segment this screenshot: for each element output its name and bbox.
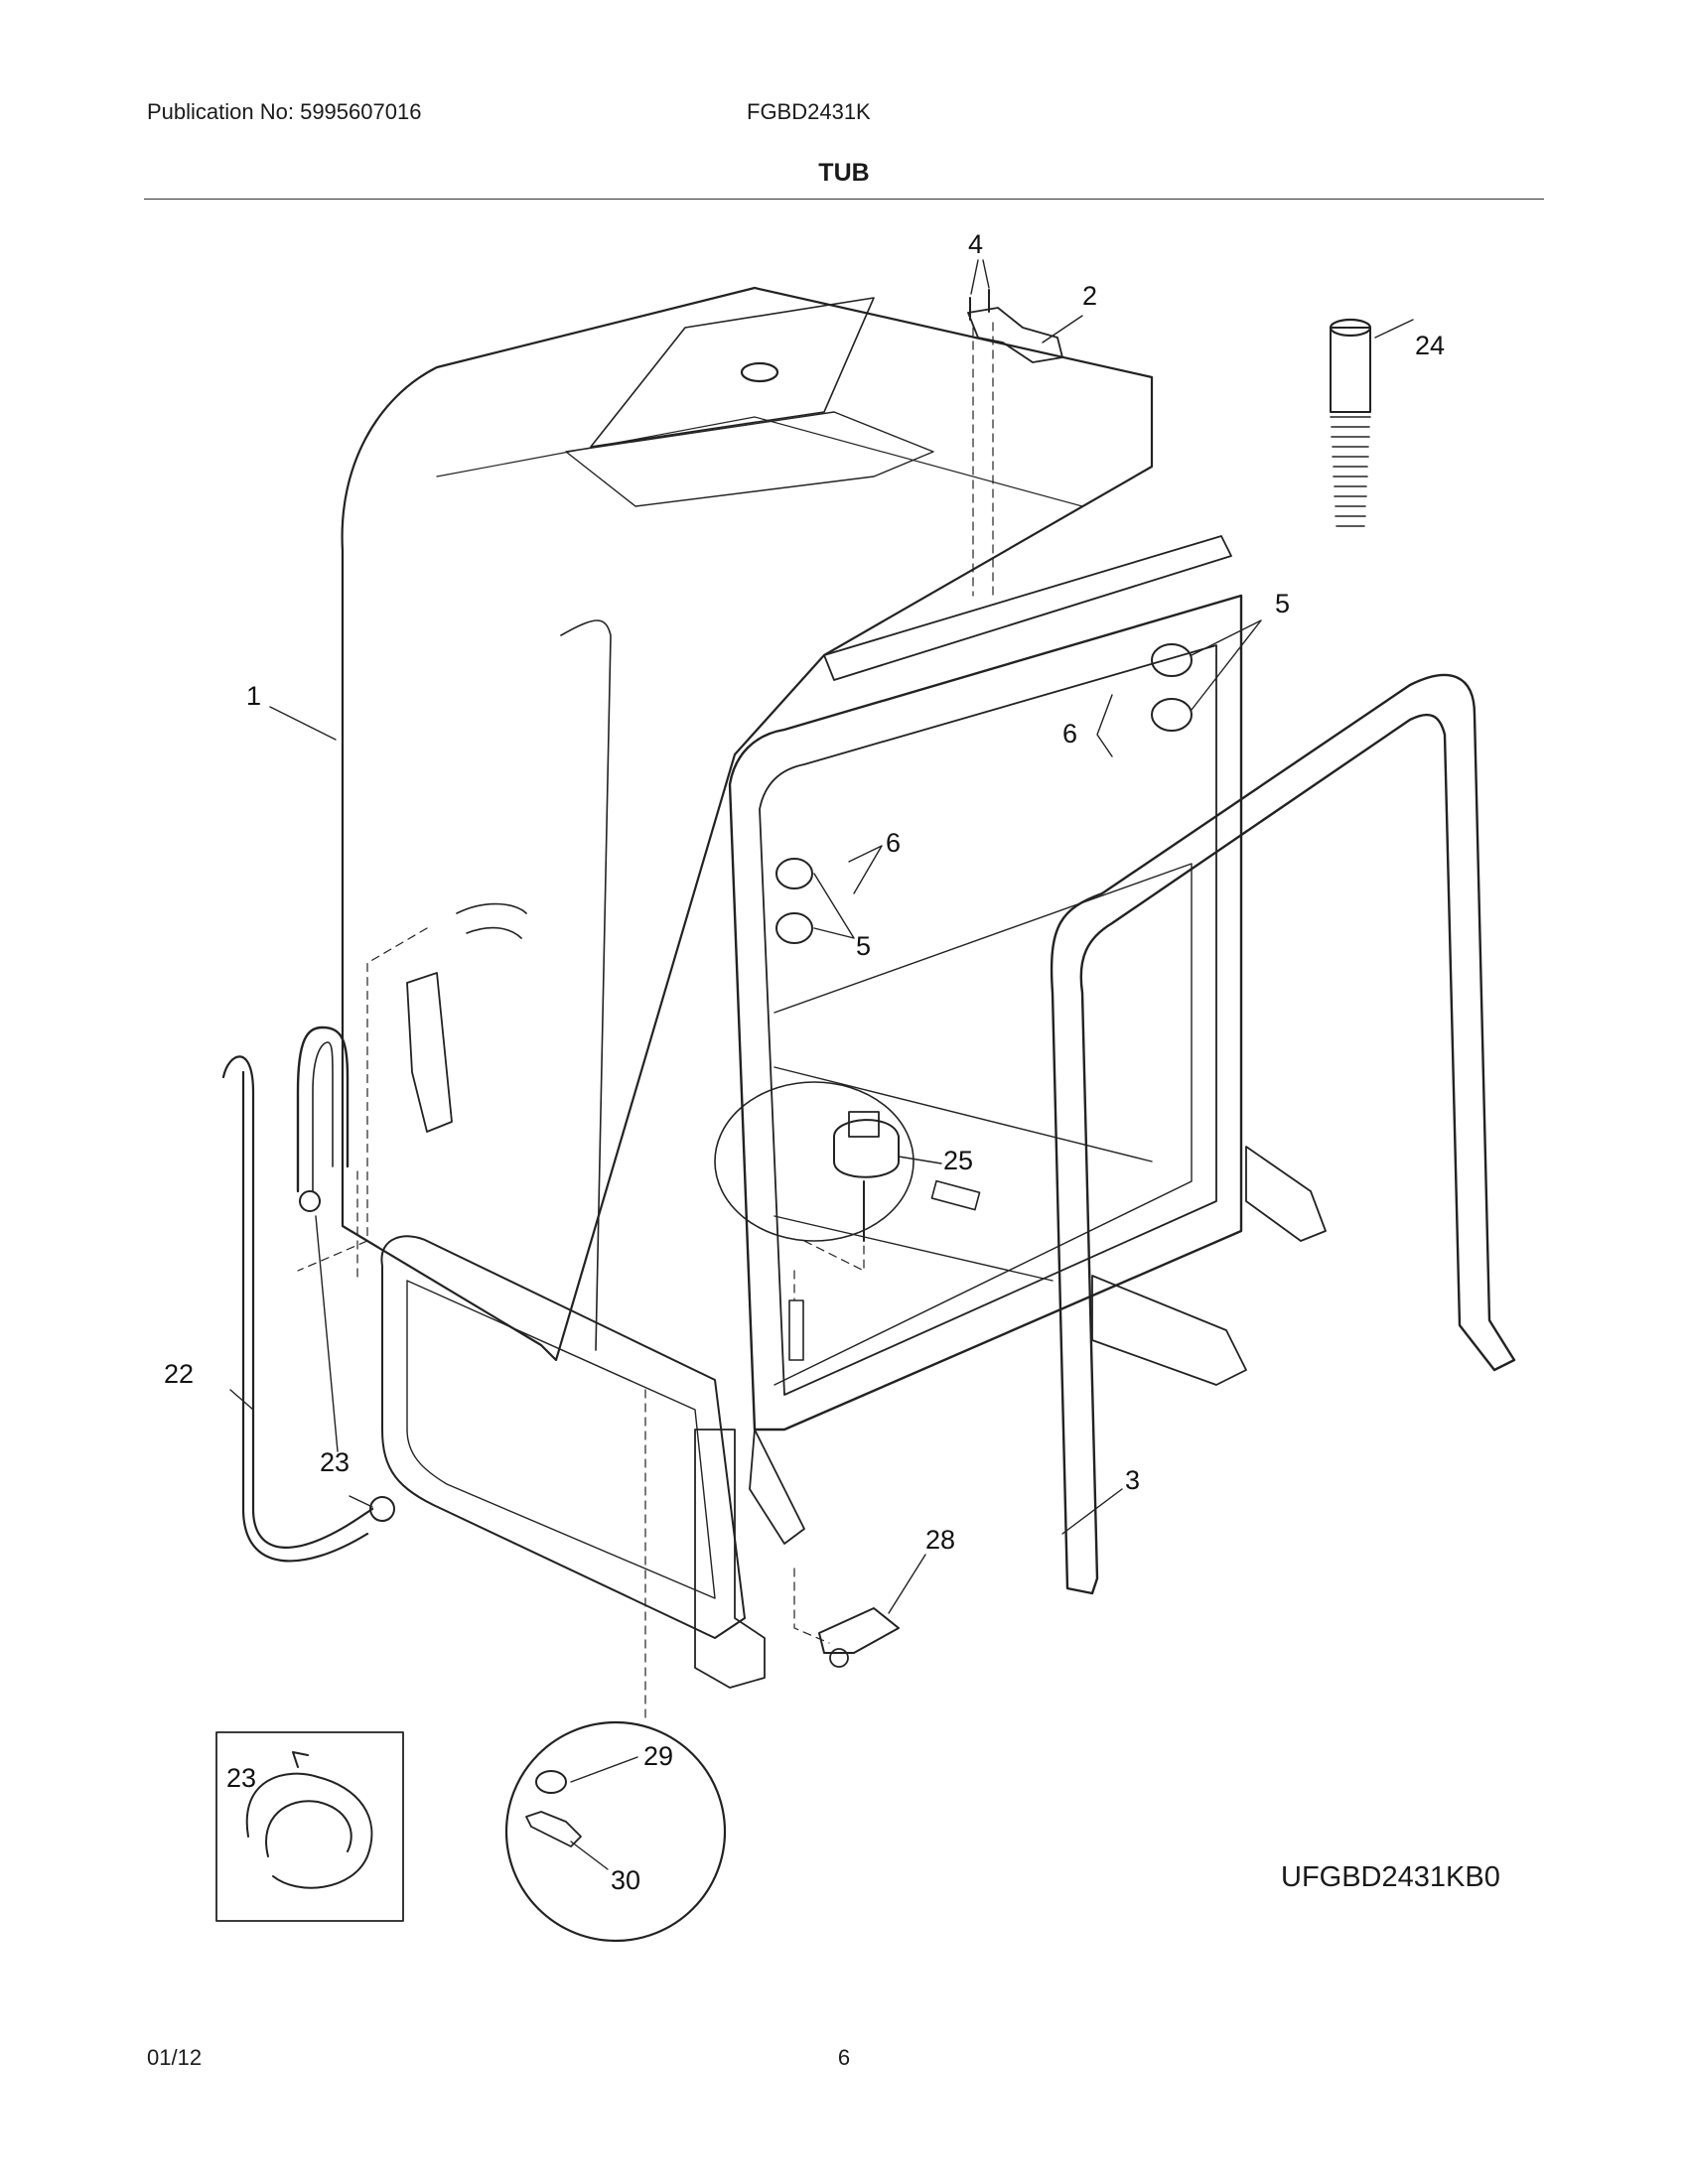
float-assembly bbox=[833, 1119, 900, 1178]
tub-opening bbox=[774, 863, 1193, 1386]
leader-5-top bbox=[1191, 619, 1262, 711]
callout-4: 4 bbox=[968, 229, 983, 259]
callout-28: 28 bbox=[925, 1525, 955, 1555]
heater-element bbox=[406, 972, 453, 1133]
inset-circle-thermostat bbox=[504, 1720, 727, 1943]
thermostat-bracket bbox=[525, 1811, 582, 1847]
door-switch bbox=[818, 1607, 900, 1654]
door-switch-lug bbox=[829, 1648, 849, 1668]
callout-30: 30 bbox=[611, 1865, 640, 1895]
screw-leader-dash bbox=[972, 322, 994, 597]
callout-2: 2 bbox=[1082, 281, 1097, 311]
drain-hose-lower bbox=[221, 1055, 374, 1563]
wash-arm-arrow bbox=[456, 902, 527, 939]
heater-dash-box bbox=[297, 927, 428, 1272]
tub-floor bbox=[774, 1066, 1153, 1282]
leader-2 bbox=[1042, 315, 1083, 343]
tub-front-frame-inner bbox=[759, 644, 1217, 1396]
diagram-code: UFGBD2431KB0 bbox=[1281, 1861, 1500, 1893]
tub-top-panel-2 bbox=[565, 411, 934, 507]
callout-5-top: 5 bbox=[1275, 589, 1290, 618]
leader-23-up bbox=[315, 1215, 339, 1452]
float-dash bbox=[793, 1240, 865, 1301]
tub-side-rib bbox=[560, 619, 612, 1351]
right-leg-bracket bbox=[1091, 1275, 1247, 1386]
hose-clamp-lower bbox=[369, 1496, 395, 1522]
right-hinge bbox=[1245, 1146, 1327, 1242]
page-number: 6 bbox=[837, 2045, 851, 2070]
page-title: TUB bbox=[818, 159, 870, 187]
leader-3 bbox=[1061, 1488, 1123, 1535]
callout-6-mid: 6 bbox=[886, 828, 901, 858]
roller-5a bbox=[1151, 643, 1193, 677]
callout-5-mid: 5 bbox=[856, 931, 871, 961]
left-hinge bbox=[749, 1429, 805, 1545]
thermostat-body bbox=[535, 1770, 567, 1794]
drain-hose bbox=[296, 1025, 350, 1193]
switch-dash bbox=[793, 1568, 830, 1644]
tub-front-frame bbox=[728, 594, 1243, 1432]
leader-6-top bbox=[1096, 694, 1113, 757]
roller-5d bbox=[775, 912, 813, 944]
leader-4 bbox=[970, 259, 990, 295]
callout-22: 22 bbox=[164, 1359, 194, 1389]
leader-5-mid bbox=[813, 873, 855, 939]
tub-body bbox=[341, 286, 1154, 1362]
tub-top-hole bbox=[740, 361, 779, 383]
callout-29: 29 bbox=[643, 1741, 673, 1771]
callout-25: 25 bbox=[943, 1146, 973, 1175]
hose-clamp-upper bbox=[299, 1190, 321, 1212]
callout-23-inset: 23 bbox=[226, 1763, 256, 1793]
roller-5c bbox=[775, 858, 813, 889]
callout-1: 1 bbox=[246, 681, 261, 711]
model-number: FGBD2431K bbox=[747, 99, 871, 124]
float-cap bbox=[848, 1111, 880, 1138]
base-frame-left-inner bbox=[406, 1280, 716, 1599]
tub-top-rib bbox=[436, 416, 1083, 507]
leader-22 bbox=[229, 1389, 254, 1411]
vent-tube bbox=[1330, 327, 1371, 413]
header-rule bbox=[144, 199, 1544, 200]
callout-23-main: 23 bbox=[320, 1447, 350, 1477]
inset-box-clamp bbox=[215, 1731, 404, 1922]
top-bracket bbox=[967, 307, 1063, 363]
roller-5b bbox=[1151, 698, 1193, 732]
tub-top-panel bbox=[590, 297, 875, 448]
leader-24 bbox=[1374, 319, 1414, 339]
leader-30 bbox=[570, 1841, 609, 1870]
leader-28 bbox=[888, 1554, 926, 1614]
callout-6-top: 6 bbox=[1062, 719, 1077, 749]
door-gasket bbox=[1050, 673, 1516, 1595]
float-switch-plate bbox=[930, 1179, 981, 1211]
standoff-post bbox=[788, 1299, 804, 1361]
callout-24: 24 bbox=[1415, 331, 1445, 360]
front-leg-bracket bbox=[694, 1429, 766, 1689]
vent-tube-top bbox=[1329, 318, 1372, 338]
leader-25 bbox=[898, 1156, 942, 1164]
footer-date: 01/12 bbox=[147, 2045, 203, 2070]
inset-clamp bbox=[245, 1751, 373, 1889]
leader-23-main bbox=[349, 1495, 373, 1508]
vent-tube-corrugation bbox=[1330, 416, 1371, 527]
heater-dash-lead bbox=[356, 1170, 646, 1723]
publication-number: Publication No: 5995607016 bbox=[147, 99, 422, 124]
leader-6-mid bbox=[848, 845, 883, 894]
leader-29 bbox=[570, 1756, 638, 1783]
drain-hose-inner bbox=[312, 1041, 334, 1192]
leader-1 bbox=[269, 706, 337, 741]
base-frame-left bbox=[380, 1235, 746, 1639]
callout-3: 3 bbox=[1125, 1465, 1140, 1495]
mounting-strip bbox=[823, 535, 1232, 681]
floor-sump bbox=[714, 1081, 914, 1242]
